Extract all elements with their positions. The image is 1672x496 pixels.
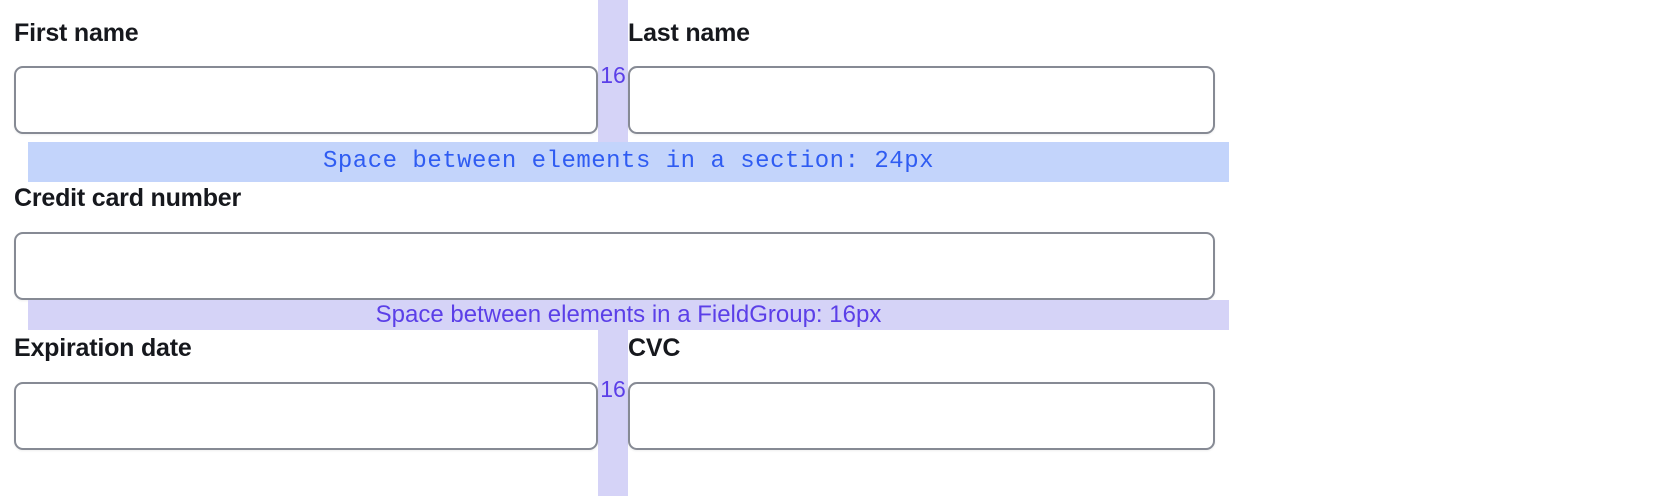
label-cvc: CVC <box>628 334 681 362</box>
column-gap-spacer-name-row <box>598 0 628 142</box>
field-first-name: First name <box>14 0 598 142</box>
column-gap-label-name-row: 16 <box>600 62 626 88</box>
input-first-name[interactable] <box>14 66 598 134</box>
column-gap-label-expiry-row: 16 <box>600 376 626 402</box>
input-expiration-date[interactable] <box>14 382 598 450</box>
annotation-fieldgroup-spacing-text: Space between elements in a FieldGroup: … <box>375 301 882 328</box>
field-cvc: CVC <box>628 330 1215 496</box>
field-expiration-date: Expiration date <box>14 330 598 496</box>
label-credit-card-number: Credit card number <box>14 184 242 212</box>
label-expiration-date: Expiration date <box>14 334 192 362</box>
label-last-name: Last name <box>628 19 750 47</box>
field-last-name: Last name <box>628 0 1215 142</box>
annotation-section-spacing: Space between elements in a section: 24p… <box>28 142 1229 182</box>
form-content: 16 16 First name Last name Space between… <box>14 0 1229 496</box>
field-row-expiry: Expiration date CVC <box>14 330 1215 496</box>
annotation-fieldgroup-spacing: Space between elements in a FieldGroup: … <box>28 300 1229 330</box>
annotation-section-spacing-text: Space between elements in a section: 24p… <box>323 148 934 175</box>
field-row-card: Credit card number <box>14 182 1215 300</box>
field-row-name: First name Last name <box>14 0 1215 142</box>
label-first-name: First name <box>14 19 139 47</box>
column-gap-band-expiry-row: 16 <box>598 330 628 496</box>
field-credit-card-number: Credit card number <box>14 182 1215 300</box>
input-credit-card-number[interactable] <box>14 232 1215 300</box>
input-last-name[interactable] <box>628 66 1215 134</box>
column-gap-spacer-expiry-row <box>598 330 628 496</box>
input-cvc[interactable] <box>628 382 1215 450</box>
column-gap-band-name-row: 16 <box>598 0 628 142</box>
